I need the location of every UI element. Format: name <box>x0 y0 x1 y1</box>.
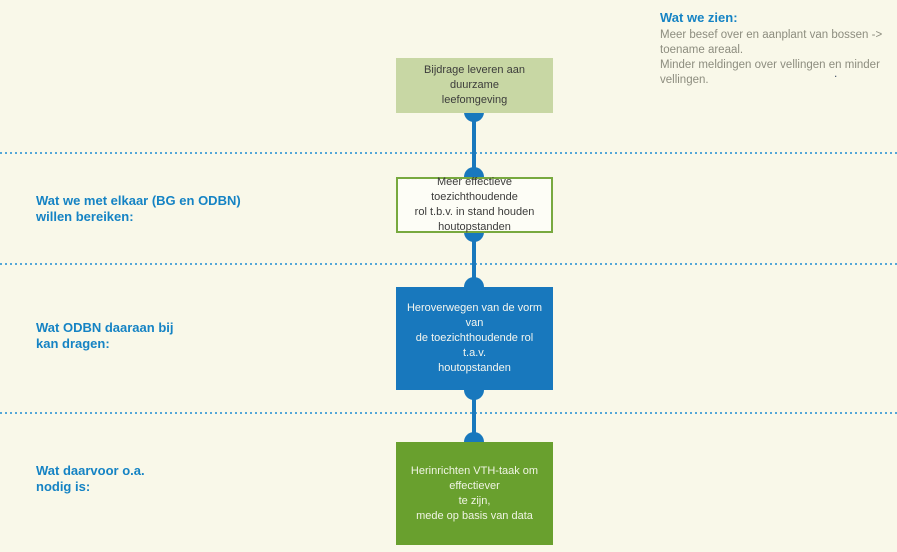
flow-box-objective-text: Meer effectieve toezichthoudende rol t.b… <box>414 176 535 233</box>
section-divider-2 <box>0 263 897 265</box>
flow-box-goal-text: Bijdrage leveren aan duurzame leefomgevi… <box>424 64 525 106</box>
flow-box-objective: Meer effectieve toezichthoudende rol t.b… <box>396 176 553 233</box>
stray-period: . <box>834 66 838 80</box>
row-label-needs: Wat daarvoor o.a. nodig is: <box>36 463 145 494</box>
row-label-contribution: Wat ODBN daaraan bij kan dragen: <box>36 320 174 351</box>
flow-box-needs-text: Herinrichten VTH-taak om effectiever te … <box>410 464 539 522</box>
section-divider-1 <box>0 152 897 154</box>
flow-box-needs: Herinrichten VTH-taak om effectiever te … <box>396 442 553 545</box>
observations-heading: Wat we zien: <box>660 10 738 25</box>
flow-box-contribution-text: Heroverwegen van de vorm van de toezicht… <box>406 302 543 374</box>
flow-box-goal: Bijdrage leveren aan duurzame leefomgevi… <box>396 58 553 113</box>
row-label-goal: Wat we met elkaar (BG en ODBN) willen be… <box>36 193 241 224</box>
observations-panel: Wat we zien: Meer besef over en aanplant… <box>660 10 892 88</box>
observations-line-2: Minder meldingen over vellingen en minde… <box>660 59 880 86</box>
section-divider-3 <box>0 412 897 414</box>
flow-box-contribution: Heroverwegen van de vorm van de toezicht… <box>396 287 553 390</box>
observations-line-1: Meer besef over en aanplant van bossen -… <box>660 29 883 56</box>
